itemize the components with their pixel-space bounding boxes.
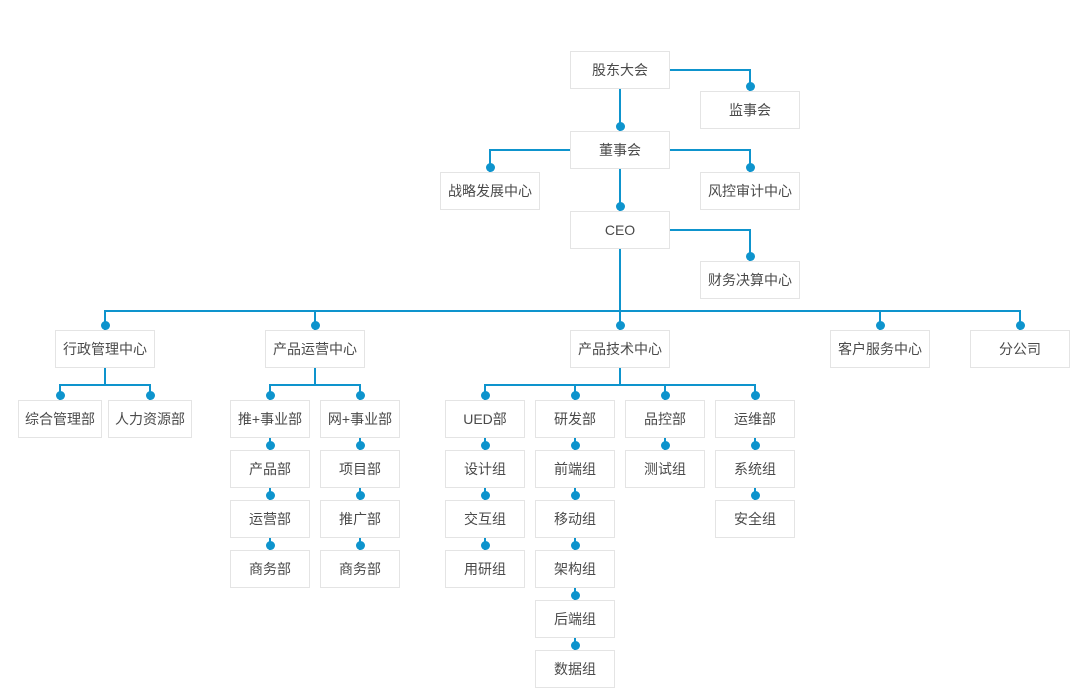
connector-line [619, 368, 621, 385]
connector-line [670, 229, 751, 231]
connector-dot [750, 391, 760, 400]
connector-dot [615, 321, 625, 330]
org-node-testing-group: 测试组 [625, 450, 705, 488]
org-node-shareholders: 股东大会 [570, 51, 670, 89]
org-node-interaction-group: 交互组 [445, 500, 525, 538]
connector-dot [570, 641, 580, 650]
org-node-promotion-dept: 推广部 [320, 500, 400, 538]
org-node-design-group: 设计组 [445, 450, 525, 488]
connector-dot [745, 82, 755, 91]
org-node-project-dept: 项目部 [320, 450, 400, 488]
connector-line [619, 89, 621, 131]
org-node-qc: 品控部 [625, 400, 705, 438]
org-node-maintenance: 运维部 [715, 400, 795, 438]
connector-dot [480, 541, 490, 550]
org-node-customer-service-center: 客户服务中心 [830, 330, 930, 368]
connector-dot [750, 441, 760, 450]
connector-dot [570, 541, 580, 550]
org-node-branch: 分公司 [970, 330, 1070, 368]
connector-line [619, 311, 621, 330]
org-node-user-research-group: 用研组 [445, 550, 525, 588]
connector-dot [570, 441, 580, 450]
connector-line [489, 149, 570, 151]
connector-line [619, 249, 621, 311]
connector-dot [875, 321, 885, 330]
org-node-product-ops-center: 产品运营中心 [265, 330, 365, 368]
connector-line [484, 384, 756, 386]
connector-dot [55, 391, 65, 400]
org-node-rnd: 研发部 [535, 400, 615, 438]
connector-line [314, 311, 316, 330]
connector-dot [660, 441, 670, 450]
org-node-backend-group: 后端组 [535, 600, 615, 638]
org-node-wang-division: 网+事业部 [320, 400, 400, 438]
connector-line [879, 311, 881, 330]
connector-dot [480, 441, 490, 450]
org-node-board: 董事会 [570, 131, 670, 169]
org-node-business-dept-2: 商务部 [320, 550, 400, 588]
connector-dot [570, 491, 580, 500]
org-node-finance: 财务决算中心 [700, 261, 800, 299]
org-node-supervisory: 监事会 [700, 91, 800, 129]
org-node-system-group: 系统组 [715, 450, 795, 488]
org-node-operations-dept: 运营部 [230, 500, 310, 538]
connector-dot [355, 391, 365, 400]
connector-dot [480, 391, 490, 400]
org-node-risk-audit: 风控审计中心 [700, 172, 800, 210]
connector-dot [745, 163, 755, 172]
connector-dot [355, 541, 365, 550]
connector-line [104, 368, 106, 385]
org-node-strategy: 战略发展中心 [440, 172, 540, 210]
org-node-general-admin: 综合管理部 [18, 400, 102, 438]
connector-dot [265, 491, 275, 500]
connector-line [749, 229, 751, 261]
connector-dot [750, 491, 760, 500]
connector-line [670, 69, 751, 71]
connector-line [749, 149, 751, 172]
connector-dot [145, 391, 155, 400]
connector-line [670, 149, 751, 151]
connector-dot [570, 591, 580, 600]
connector-line [59, 384, 151, 386]
connector-dot [660, 391, 670, 400]
org-node-admin-center: 行政管理中心 [55, 330, 155, 368]
connector-line [269, 384, 361, 386]
connector-dot [355, 441, 365, 450]
org-node-mobile-group: 移动组 [535, 500, 615, 538]
connector-line [1019, 311, 1021, 330]
org-node-ceo: CEO [570, 211, 670, 249]
connector-dot [265, 441, 275, 450]
connector-dot [100, 321, 110, 330]
connector-line [104, 310, 1021, 312]
org-node-security-group: 安全组 [715, 500, 795, 538]
org-node-frontend-group: 前端组 [535, 450, 615, 488]
connector-dot [310, 321, 320, 330]
connector-dot [615, 202, 625, 211]
org-node-architecture-group: 架构组 [535, 550, 615, 588]
connector-dot [1015, 321, 1025, 330]
org-node-data-group: 数据组 [535, 650, 615, 688]
org-node-business-dept-1: 商务部 [230, 550, 310, 588]
org-node-ued: UED部 [445, 400, 525, 438]
connector-dot [355, 491, 365, 500]
connector-dot [570, 391, 580, 400]
org-node-product-tech-center: 产品技术中心 [570, 330, 670, 368]
connector-line [749, 69, 751, 91]
org-node-tui-division: 推+事业部 [230, 400, 310, 438]
connector-dot [485, 163, 495, 172]
org-node-product-dept: 产品部 [230, 450, 310, 488]
connector-dot [265, 391, 275, 400]
connector-line [619, 169, 621, 211]
connector-dot [265, 541, 275, 550]
connector-line [314, 368, 316, 385]
connector-line [489, 149, 491, 172]
connector-dot [615, 122, 625, 131]
connector-dot [480, 491, 490, 500]
connector-dot [745, 252, 755, 261]
connector-line [104, 311, 106, 330]
org-node-hr: 人力资源部 [108, 400, 192, 438]
